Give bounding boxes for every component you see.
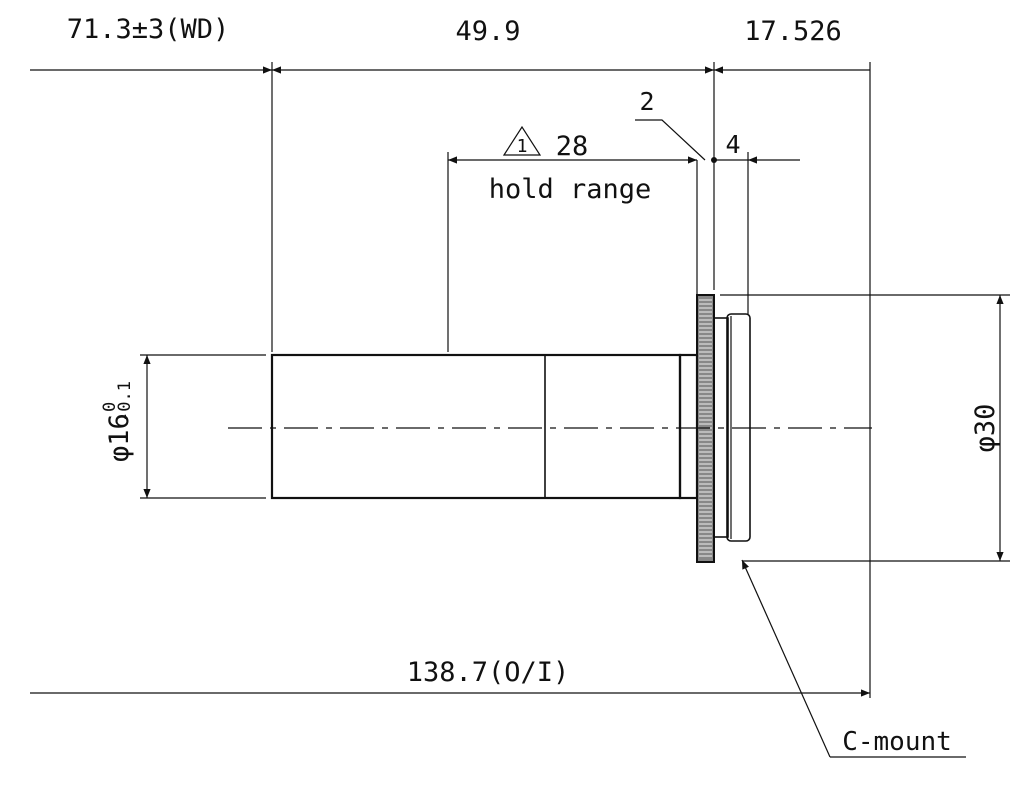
dim-4: 4 <box>725 130 740 159</box>
top-dimension-row: 71.3±3(WD) 49.9 17.526 <box>30 14 871 698</box>
tube-tol-lower: -0.1 <box>115 381 135 422</box>
hold-label: hold range <box>489 174 652 205</box>
tube-diameter-dimension: φ16 0 -0.1 <box>100 354 266 499</box>
flange-dimension: 17.526 <box>744 16 842 47</box>
hold-range-dimension: 1 28 hold range <box>447 125 698 352</box>
hold-value: 28 <box>556 131 589 162</box>
c-mount-callout: C-mount <box>741 559 966 758</box>
object-image-dimension: 138.7(O/I) <box>30 657 870 697</box>
wd-dimension: 71.3±3(WD) <box>67 14 230 45</box>
tube-diameter: φ16 <box>104 413 135 462</box>
length-dimension: 49.9 <box>455 16 520 47</box>
oi-dimension: 138.7(O/I) <box>407 657 570 688</box>
dim-2: 2 <box>639 87 654 116</box>
tube-tol-upper: 0 <box>100 402 120 412</box>
small-dimensions: 2 4 <box>635 87 800 315</box>
ring-diameter-dimension: φ30 <box>720 294 1010 562</box>
revision-mark: 1 <box>517 136 528 157</box>
ring-diameter: φ30 <box>970 404 1001 453</box>
c-mount-label: C-mount <box>842 727 952 757</box>
revision-triangle-icon <box>502 125 542 156</box>
